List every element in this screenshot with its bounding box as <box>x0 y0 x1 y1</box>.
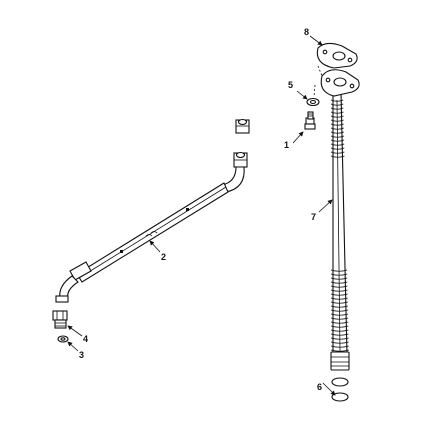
callout-label: 3 <box>79 350 84 360</box>
oil-line-item-2 <box>55 118 250 303</box>
callout-6: 6 <box>317 382 336 396</box>
corrugation-ring <box>330 131 345 134</box>
corrugation-ring <box>330 147 345 150</box>
callout-label: 2 <box>161 252 166 262</box>
corrugation-ring <box>330 305 348 308</box>
corrugation-ring <box>330 341 349 344</box>
callout-5: 5 <box>288 80 308 100</box>
callout-2: 2 <box>149 240 166 262</box>
corrugation-ring <box>330 289 348 292</box>
tube-assembly-item-7 <box>320 69 360 371</box>
corrugation-ring <box>330 103 344 106</box>
bolt-item-1 <box>304 111 316 130</box>
callout-4: 4 <box>67 325 88 344</box>
corrugation-ring <box>330 155 345 158</box>
corrugation-ring <box>330 329 349 332</box>
corrugation-ring <box>330 317 349 320</box>
corrugation-ring <box>330 277 348 280</box>
callout-label: 8 <box>304 27 309 37</box>
corrugation-ring <box>330 115 344 118</box>
corrugation-ring <box>330 127 344 130</box>
corrugation-ring <box>330 139 345 142</box>
corrugation-ring <box>330 337 349 340</box>
corrugation-ring <box>330 285 348 288</box>
upper-fitting-nut <box>235 118 250 134</box>
corrugation-ring <box>330 349 349 352</box>
corrugation-ring <box>330 119 344 122</box>
corrugation-ring <box>330 321 349 324</box>
upper-corrugation <box>330 99 345 158</box>
corrugation-ring <box>330 281 348 284</box>
corrugation-ring <box>330 273 348 276</box>
callout-label: 5 <box>288 80 293 90</box>
corrugation-ring <box>330 99 344 102</box>
callout-label: 1 <box>284 140 289 150</box>
corrugation-ring <box>330 313 349 316</box>
lower-corrugation <box>330 269 349 352</box>
callout-1: 1 <box>284 131 304 150</box>
callout-label: 4 <box>83 334 88 344</box>
callout-3: 3 <box>67 341 84 360</box>
washer-item-5 <box>306 84 320 107</box>
corrugation-ring <box>330 107 344 110</box>
corrugation-ring <box>330 297 348 300</box>
corrugation-ring <box>330 309 349 312</box>
corrugation-ring <box>330 111 344 114</box>
corrugation-ring <box>330 333 349 336</box>
fitting-item-4 <box>52 310 68 329</box>
corrugation-ring <box>330 345 349 348</box>
corrugation-ring <box>330 325 349 328</box>
corrugation-ring <box>330 293 348 296</box>
callout-label: 7 <box>311 212 316 222</box>
corrugation-ring <box>330 269 348 272</box>
gasket-item-8 <box>316 42 358 77</box>
callout-8: 8 <box>304 27 323 46</box>
corrugation-ring <box>330 301 348 304</box>
washer-item-3 <box>57 335 69 343</box>
callout-label: 6 <box>317 382 322 392</box>
o-ring-item-6 <box>331 377 349 402</box>
corrugation-ring <box>330 143 345 146</box>
corrugation-ring <box>330 135 345 138</box>
corrugation-ring <box>330 123 344 126</box>
callout-7: 7 <box>311 199 333 222</box>
corrugation-ring <box>330 151 345 154</box>
